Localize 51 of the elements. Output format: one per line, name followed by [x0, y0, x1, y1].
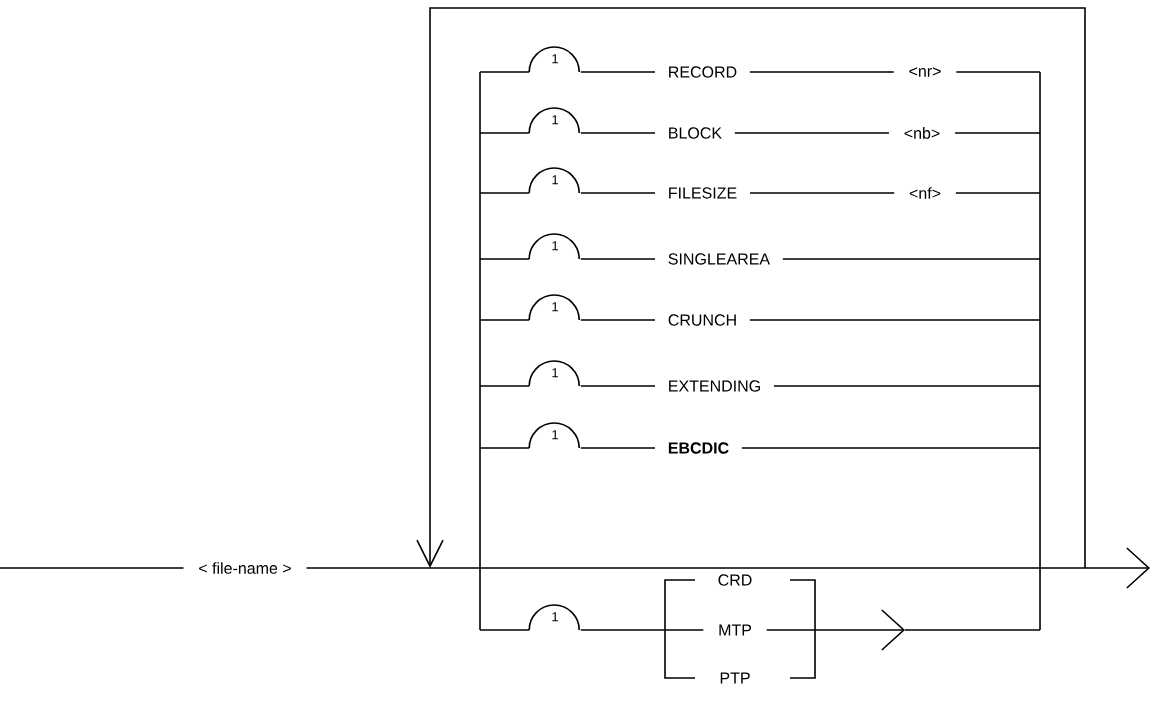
track-line	[749, 192, 895, 194]
track-line	[749, 319, 1041, 321]
track-line	[580, 319, 656, 321]
numbered-arc: 1	[528, 167, 580, 194]
keyword: EBCDIC	[668, 442, 729, 454]
track-line	[741, 447, 1041, 449]
keyword: MTP	[719, 624, 752, 636]
numbered-arc: 1	[528, 233, 580, 260]
numbered-arc: 1	[528, 46, 580, 73]
keyword: CRUNCH	[668, 314, 736, 326]
track-line	[580, 385, 656, 387]
track-line	[0, 567, 185, 569]
parameter: < file-name >	[199, 562, 291, 574]
track-line	[955, 192, 1041, 194]
track-line	[765, 609, 905, 651]
track-line	[580, 71, 656, 73]
keyword: PTP	[720, 672, 750, 684]
track-line	[479, 319, 530, 321]
parameter: <nb>	[904, 127, 940, 139]
track-line	[479, 629, 530, 631]
track-line	[479, 447, 530, 449]
parameter: <nr>	[909, 67, 941, 77]
track-line	[479, 71, 530, 73]
track-line	[749, 71, 895, 73]
numbered-arc: 1	[528, 422, 580, 449]
track-line	[580, 629, 705, 631]
keyword: RECORD	[669, 66, 737, 78]
track-line	[580, 192, 656, 194]
track-line	[580, 258, 656, 260]
keyword: CRD	[718, 574, 752, 586]
track-line	[773, 385, 1041, 387]
track-line	[954, 132, 1041, 134]
track-line	[479, 192, 530, 194]
track-line	[305, 547, 1150, 589]
track-line	[955, 71, 1041, 73]
track-line	[479, 132, 530, 134]
numbered-arc: 1	[528, 604, 580, 631]
track-line	[479, 385, 530, 387]
track-line	[580, 447, 656, 449]
track-line	[734, 132, 890, 134]
keyword: BLOCK	[669, 127, 722, 139]
track-line	[580, 132, 656, 134]
keyword: SINGLEAREA	[668, 253, 771, 265]
parameter: <nf>	[909, 187, 941, 199]
track-line	[479, 258, 530, 260]
keyword: FILESIZE	[669, 187, 737, 199]
numbered-arc: 1	[528, 360, 580, 387]
numbered-arc: 1	[528, 294, 580, 321]
track-line	[782, 258, 1041, 260]
numbered-arc: 1	[528, 107, 580, 134]
keyword: EXTENDING	[669, 380, 760, 392]
